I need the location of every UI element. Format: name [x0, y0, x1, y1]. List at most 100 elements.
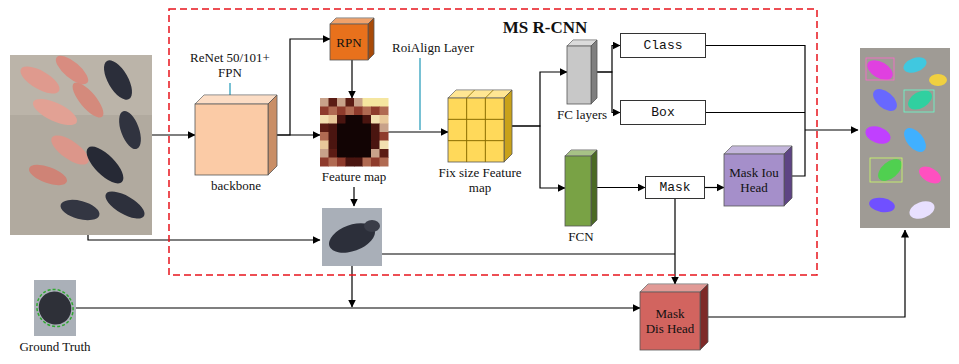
feature-pixel — [320, 141, 329, 150]
feature-pixel — [320, 98, 329, 107]
connector-arrow — [277, 134, 320, 135]
feature-pixel — [371, 107, 380, 116]
block-side — [268, 95, 277, 175]
feature-pixel — [354, 124, 363, 133]
feature-pixel — [337, 107, 346, 116]
layer-block: Mask Dis Head — [640, 284, 708, 350]
feature-pixel — [354, 115, 363, 124]
feature-map: Feature map — [320, 98, 388, 166]
output-arrow — [805, 129, 858, 130]
node-label: Mask — [659, 180, 690, 195]
feature-pixel — [380, 132, 389, 141]
grid-line — [448, 119, 504, 120]
connector-arrow — [597, 46, 620, 73]
ground-truth-image: Ground Truth — [34, 280, 76, 336]
node-label: FCN — [568, 229, 593, 244]
layer-block: backbone — [195, 95, 277, 175]
feature-pixel — [320, 107, 329, 116]
block-front — [565, 156, 591, 226]
output-arrow — [708, 230, 905, 317]
feature-pixel — [337, 158, 346, 167]
feature-pixel — [380, 149, 389, 158]
label-holder: RoiAlign Layer — [388, 40, 478, 55]
block-front — [195, 104, 268, 175]
block-top-light — [724, 146, 792, 154]
grid-line — [485, 90, 493, 98]
feature-pixel — [363, 115, 372, 124]
node-shape — [567, 40, 597, 104]
node-label: Mask Dis Head — [645, 306, 695, 336]
feature-pixel — [346, 107, 355, 116]
feature-pixel — [354, 132, 363, 141]
feature-pixel — [346, 132, 355, 141]
block-front — [567, 46, 591, 104]
crop-line — [382, 253, 675, 254]
output-box: Box — [620, 100, 706, 125]
layer-block: FCN — [565, 150, 597, 226]
feature-pixel — [320, 132, 329, 141]
feature-pixel — [354, 98, 363, 107]
feature-pixel — [371, 141, 380, 150]
feature-pixel — [320, 158, 329, 167]
feature-pixel — [329, 132, 338, 141]
connector-arrow — [277, 39, 330, 135]
connector-arrow — [76, 307, 640, 308]
feature-pixel — [354, 107, 363, 116]
output-photo — [860, 48, 950, 228]
feature-pixel — [329, 158, 338, 167]
grid-line — [448, 140, 504, 141]
input-arrow — [152, 134, 195, 135]
feature-pixel — [363, 149, 372, 158]
feature-pixel — [320, 115, 329, 124]
connector-arrow — [388, 131, 448, 132]
feature-pixel — [337, 149, 346, 158]
feature-pixel — [354, 149, 363, 158]
block-top-light — [330, 18, 374, 24]
feature-pixel — [371, 98, 380, 107]
block-side — [784, 146, 792, 206]
mask-outline — [30, 282, 81, 333]
block-top — [195, 95, 277, 104]
connector-arrow — [597, 187, 645, 188]
feature-pixel — [329, 115, 338, 124]
feature-pixel — [337, 124, 346, 133]
feature-pixel — [363, 158, 372, 167]
node-shape — [320, 98, 388, 166]
block-top-light — [640, 284, 708, 292]
block-front — [448, 98, 504, 162]
output-line — [706, 112, 805, 113]
node-label: FC layers — [557, 107, 607, 122]
block-top — [448, 90, 512, 98]
node-label: Feature map — [322, 169, 387, 184]
block-front — [724, 154, 784, 206]
layer-block: RPN — [330, 18, 374, 60]
dashed-border — [169, 9, 817, 275]
grid-line — [485, 98, 486, 162]
feature-pixel — [380, 141, 389, 150]
cropped-photo — [322, 208, 382, 266]
block-front — [640, 292, 700, 350]
grid-line — [467, 90, 475, 98]
node-label: Class — [643, 38, 682, 53]
crop-arrow — [88, 235, 320, 240]
layer-block: FC layers — [567, 40, 597, 104]
feature-pixel — [363, 141, 372, 150]
node-shape — [34, 280, 76, 336]
block-side — [368, 18, 374, 60]
node-label: Mask Iou Head — [729, 165, 779, 195]
block-front — [330, 24, 368, 60]
feature-pixel — [380, 115, 389, 124]
annotation-label: ReNet 50/101+ FPN — [178, 50, 282, 80]
feature-pixel — [320, 124, 329, 133]
connector-arrow — [705, 187, 724, 188]
node-label: backbone — [211, 178, 261, 193]
input-photo — [10, 51, 152, 235]
layer-block: Mask Iou Head — [724, 146, 792, 206]
network-region: MS R-CNNbackboneRPNFeature mapFix size F… — [168, 8, 818, 276]
feature-pixel — [371, 149, 380, 158]
output-box: Mask — [645, 176, 705, 199]
feature-pixel — [346, 98, 355, 107]
node-label: RPN — [336, 35, 361, 50]
feature-pixel — [337, 98, 346, 107]
